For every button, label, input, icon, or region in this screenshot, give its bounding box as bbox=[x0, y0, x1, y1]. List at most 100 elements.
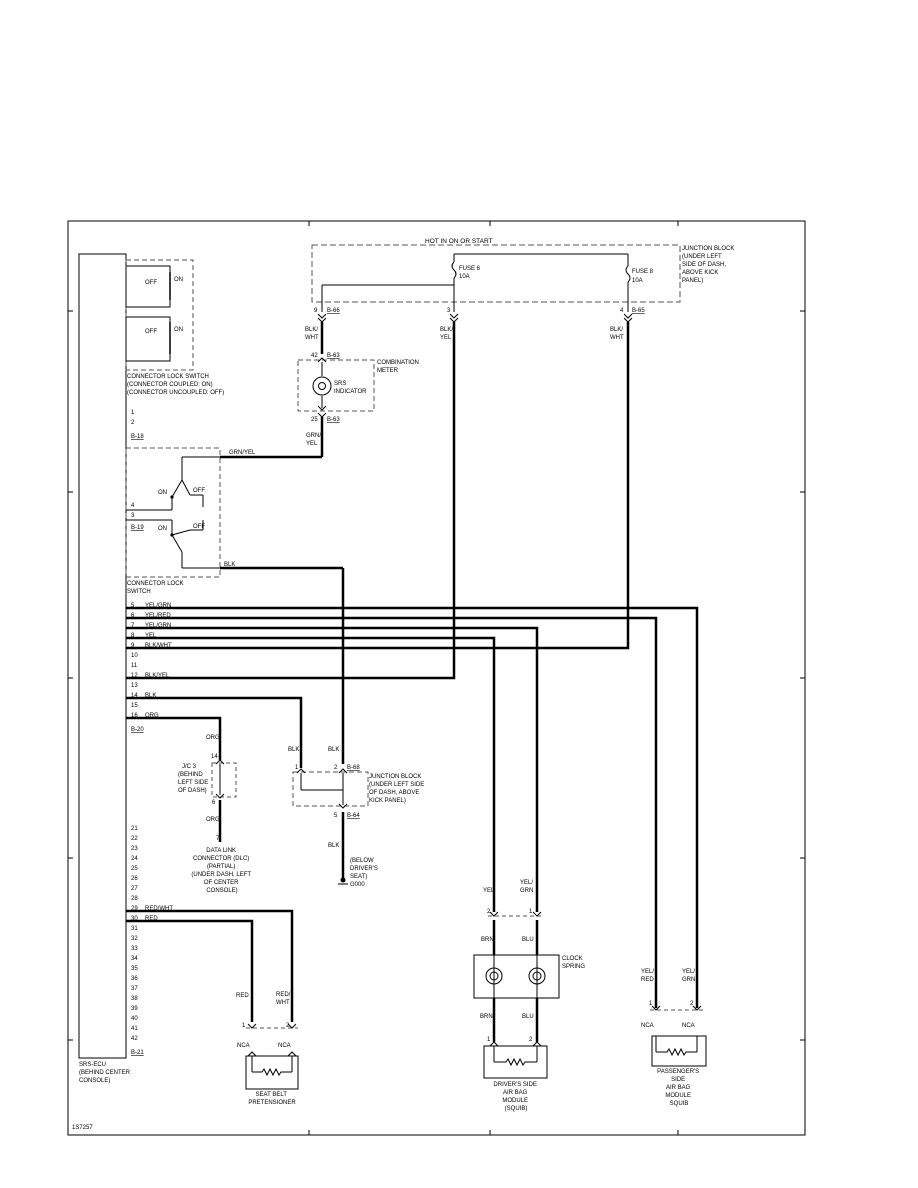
ecu-pin-number: 33 bbox=[131, 946, 138, 952]
ecu-pin-number: 14 bbox=[131, 693, 138, 699]
ecu-pin-number: 39 bbox=[131, 1006, 138, 1012]
wire-color-label: BLK/ bbox=[610, 327, 623, 333]
switch-label: CONNECTOR LOCK SWITCH (CONNECTOR COUPLED… bbox=[127, 374, 224, 396]
ground-icon bbox=[340, 877, 346, 883]
ecu-pin-number: 16 bbox=[131, 713, 138, 719]
wire-color-label: BLK bbox=[328, 747, 339, 753]
wire-color-label: ORG bbox=[206, 817, 220, 823]
ground-label: (BELOW DRIVER'S SEAT) G000 bbox=[350, 858, 380, 888]
ecu-pin-number: 31 bbox=[131, 926, 138, 932]
figure-id: 1S7257 bbox=[72, 1125, 93, 1131]
wire-color-label: BLK bbox=[145, 693, 156, 699]
junction-block-label: JUNCTION BLOCK (UNDER LEFT SIDE OF DASH,… bbox=[682, 246, 736, 284]
ecu-pin-number: 3 bbox=[131, 513, 135, 519]
pin-number: 9 bbox=[314, 308, 318, 314]
wire-color-label: YEL/GRN bbox=[145, 603, 171, 609]
jc3: ORG 14 J/C 3 (BEHIND LEFT SIDE OF DASH) … bbox=[178, 735, 251, 894]
pin-number: 2 bbox=[487, 909, 491, 915]
clock-spring: YEL YEL/ GRN 2 1 BRN BLU CLOCK SPRING BR… bbox=[473, 880, 585, 1042]
switch-dashed-box bbox=[125, 447, 221, 578]
pin-number: 1 bbox=[295, 765, 299, 771]
passenger-airbag-box bbox=[651, 1035, 707, 1067]
switch-on-label: ON bbox=[174, 277, 183, 283]
wire-color-label: RED bbox=[145, 916, 158, 922]
junction-block-mid: BLK BLK 1 2 B-68 JUNCTION BLOCK (UNDER L… bbox=[288, 568, 426, 888]
jc3-label: J/C 3 (BEHIND LEFT SIDE OF DASH) bbox=[178, 764, 210, 794]
wire-color-label: NCA bbox=[237, 1043, 250, 1049]
ecu-pin-number: 42 bbox=[131, 1036, 138, 1042]
ecu-pin-number: 25 bbox=[131, 866, 138, 872]
pin-number: 7 bbox=[216, 836, 220, 842]
connector-id: B-18 bbox=[131, 434, 144, 440]
junction-block-label: JUNCTION BLOCK (UNDER LEFT SIDE OF DASH,… bbox=[369, 774, 426, 804]
junction-block-top: HOT IN ON OR START JUNCTION BLOCK (UNDER… bbox=[311, 238, 736, 323]
wire-color-label: BLK bbox=[328, 843, 339, 849]
fuse-label: FUSE 6 10A bbox=[459, 266, 482, 280]
switch-on-label: ON bbox=[174, 327, 183, 333]
ecu-pin-number: 8 bbox=[131, 633, 135, 639]
wire-color-label: YEL/ GRN bbox=[520, 880, 535, 894]
pin-number: 2 bbox=[529, 1037, 533, 1043]
switch-on-label: ON bbox=[158, 526, 167, 532]
pin-number: 2 bbox=[334, 765, 338, 771]
wire-color-label: BLK/ WHT bbox=[305, 327, 320, 341]
connector-id: B-65 bbox=[632, 308, 645, 314]
switch-block-1 bbox=[125, 265, 171, 308]
wire-color-label: RED/ WHT bbox=[276, 992, 292, 1006]
wire-color-label: BLU bbox=[522, 1014, 534, 1020]
combination-meter-dashed-box bbox=[297, 359, 375, 412]
wire-color-label: BLK bbox=[224, 562, 235, 568]
driver-airbag-label: DRIVER'S SIDE AIR BAG MODULE (SQUIB) bbox=[493, 1082, 538, 1112]
ecu-pin-number: 1 bbox=[131, 410, 135, 416]
switch-off-label: OFF bbox=[193, 524, 205, 530]
ecu-pin-number: 13 bbox=[131, 683, 138, 689]
wire-color-label: YEL bbox=[483, 888, 495, 894]
wire-color-label: GRN/ YEL bbox=[306, 433, 323, 447]
ecu-pin-number: 10 bbox=[131, 653, 138, 659]
wire-color-label: YEL bbox=[145, 633, 157, 639]
clock-spring-label: CLOCK SPRING bbox=[562, 956, 585, 970]
wire-color-label: YEL bbox=[440, 335, 452, 341]
passenger-airbag-module: YEL/ RED YEL/ GRN 1 2 NCA NCA PASSENGER'… bbox=[641, 969, 707, 1107]
connector-id: B-20 bbox=[131, 727, 144, 733]
pretensioner-label: SEAT BELT PRETENSIONER bbox=[248, 1092, 296, 1106]
connector-id: B-63 bbox=[327, 417, 340, 423]
ecu-pin-number: 5 bbox=[131, 603, 135, 609]
connector-lock-switch-mid: ON OFF ON OFF 4 3 B-19 CONNECTOR LOCK SW… bbox=[125, 447, 343, 595]
pin-number: 2 bbox=[286, 1023, 290, 1029]
ecu-pin-number: 7 bbox=[131, 623, 135, 629]
ecu-pin-number: 12 bbox=[131, 673, 138, 679]
frame-ticks bbox=[68, 221, 805, 1135]
ecu-pin-number: 22 bbox=[131, 836, 138, 842]
pin-number: 1 bbox=[649, 1001, 653, 1007]
ecu-pin-number: 21 bbox=[131, 826, 138, 832]
connector-id: B-63 bbox=[327, 353, 340, 359]
ecu-pin-number: 36 bbox=[131, 976, 138, 982]
ecu-pin-number: 35 bbox=[131, 966, 138, 972]
srs-ecu-box bbox=[78, 253, 127, 1059]
junction-block-dashed-box bbox=[292, 771, 369, 807]
pin-number: 14 bbox=[211, 754, 218, 760]
ecu-pin-number: 29 bbox=[131, 906, 138, 912]
combination-meter-label: COMBINATION METER bbox=[377, 360, 421, 374]
squib-resistor-icon bbox=[252, 1067, 292, 1077]
pin-number: 3 bbox=[447, 308, 451, 314]
passenger-airbag-label: PASSENGER'S SIDE AIR BAG MODULE SQUIB bbox=[657, 1069, 701, 1107]
ecu-pin-number: 32 bbox=[131, 936, 138, 942]
wire-color-label: BLK/ YEL BLK/ WHT bbox=[440, 327, 624, 341]
squib-resistor-icon bbox=[494, 1057, 537, 1067]
pretensioner-box bbox=[245, 1055, 299, 1090]
wire-color-label: BLK/WHT bbox=[145, 643, 172, 649]
wire-color-label: RED bbox=[236, 993, 249, 999]
ecu-pin-number: 27 bbox=[131, 886, 138, 892]
ecu-pin-number: 15 bbox=[131, 703, 138, 709]
ecu-pin-number: 26 bbox=[131, 876, 138, 882]
wire-color-label: YEL/GRN bbox=[145, 623, 171, 629]
connector-id: B-19 bbox=[131, 525, 144, 531]
switch-off-label: OFF bbox=[145, 329, 157, 335]
switch-dashed-box bbox=[125, 259, 194, 371]
switch-label: CONNECTOR LOCK SWITCH bbox=[127, 581, 185, 595]
ecu-pin-number: 2 bbox=[131, 420, 135, 426]
ecu-pin-number: 40 bbox=[131, 1016, 138, 1022]
